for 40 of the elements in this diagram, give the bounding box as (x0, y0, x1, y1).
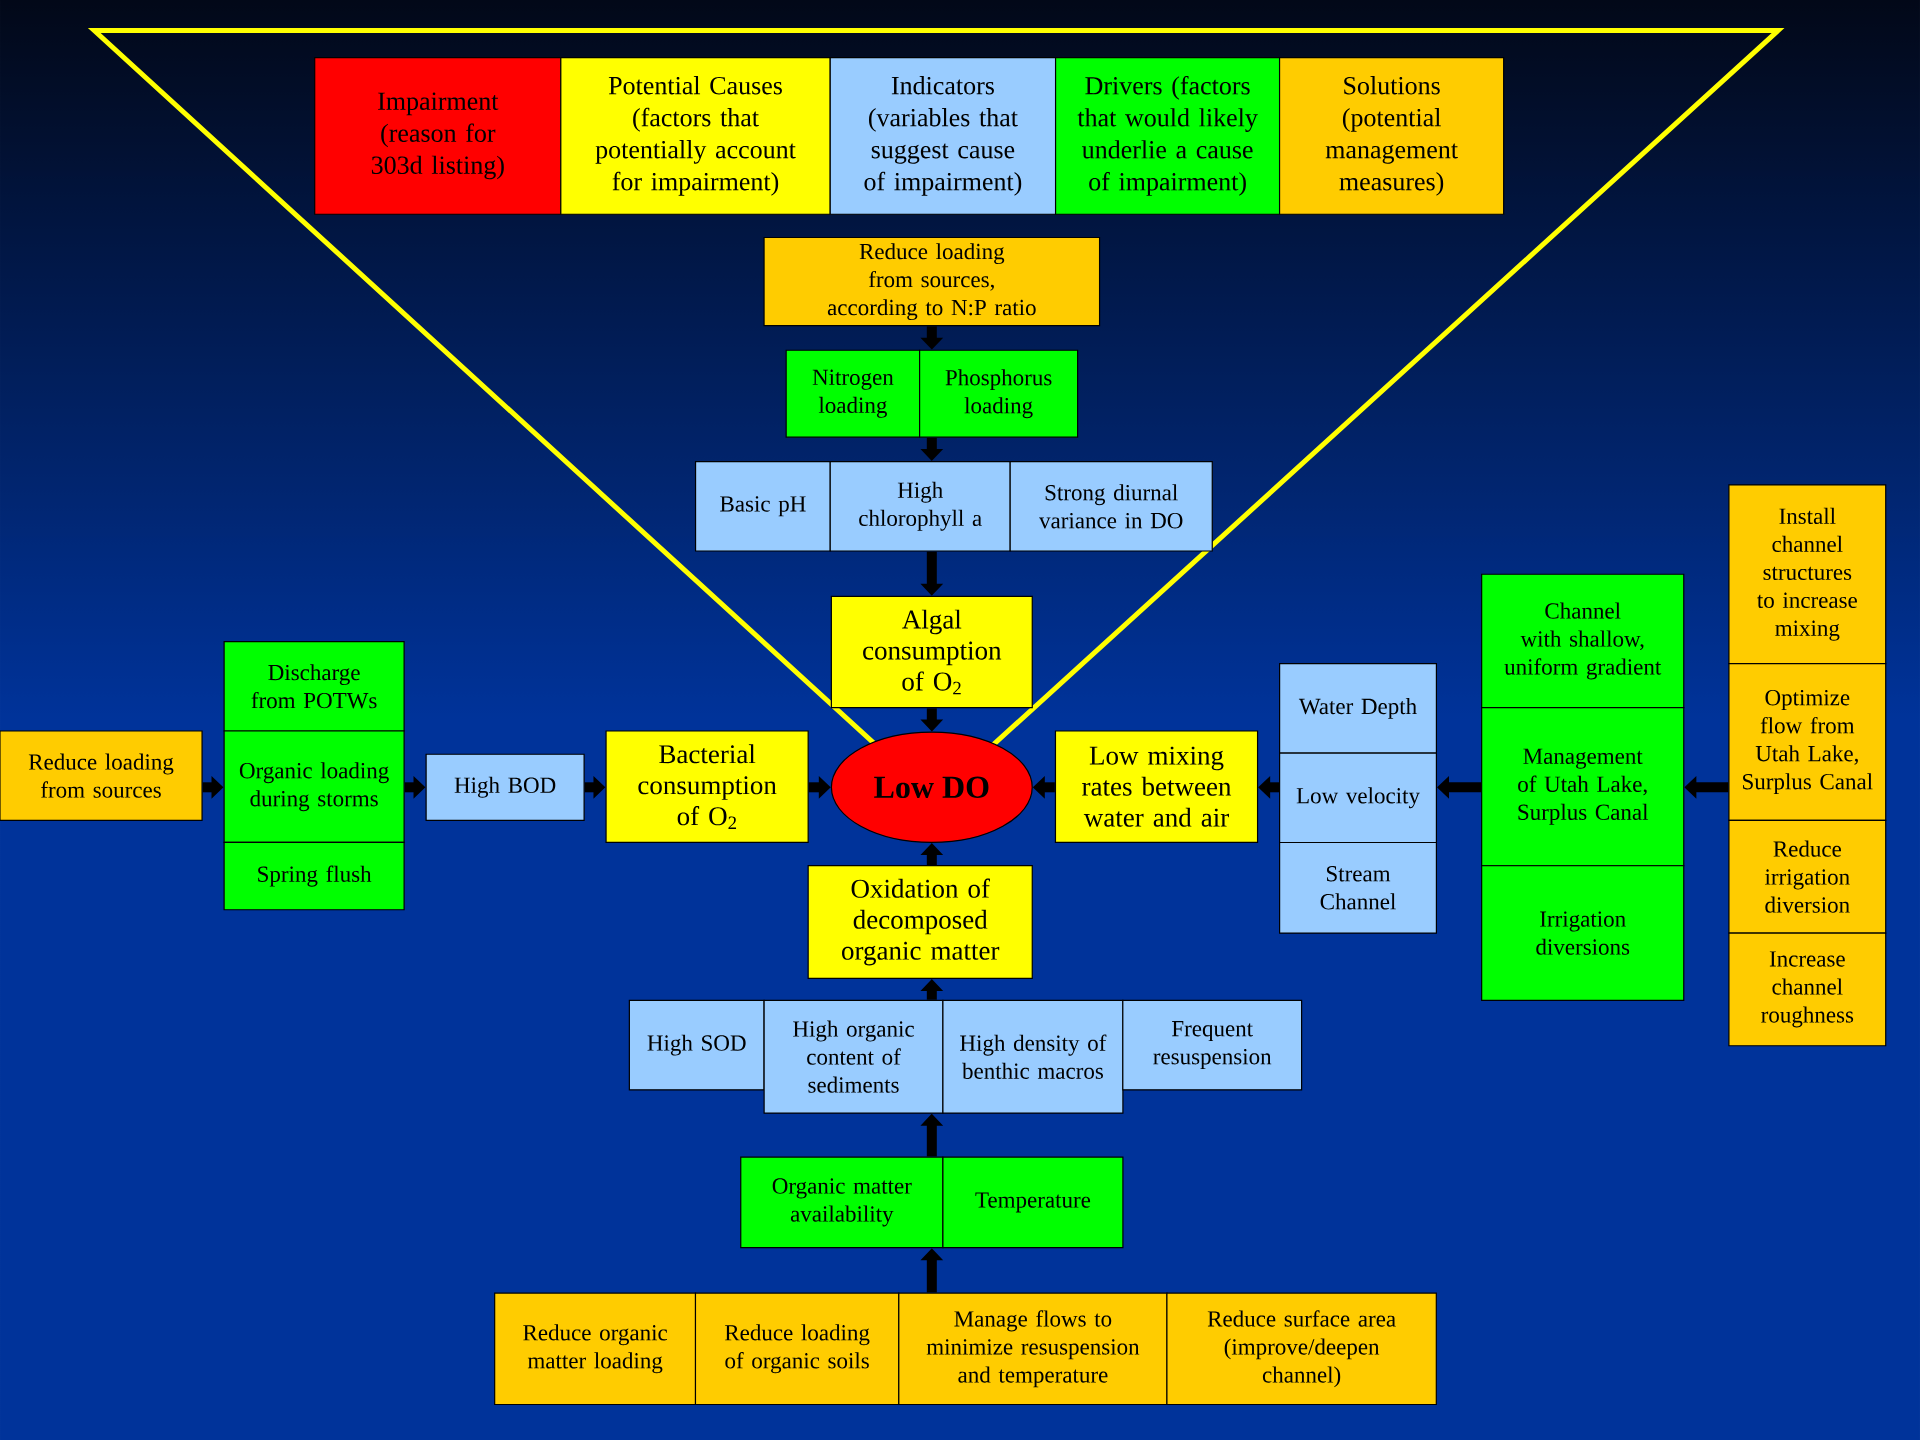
column-header: Indicators (variables that suggest cause of impairment) (829, 56, 1057, 215)
factor-box: Temperature (942, 1156, 1124, 1249)
factor-box: Irrigation diversions (1481, 865, 1685, 1002)
factor-box: Manage flows to minimize resuspension and temperature (898, 1292, 1168, 1406)
factor-box: High BOD (425, 753, 585, 821)
factor-box: Low mixing rates between water and air (1054, 730, 1259, 843)
factor-box: Oxidation of decomposed organic matter (807, 865, 1033, 979)
factor-box: Phosphorus loading (919, 349, 1079, 438)
factor-box: High density of benthic macros (942, 999, 1124, 1114)
column-header: Potential Causes (factors that potentially account for impairment) (560, 56, 831, 215)
factor-box: Algal consumption of O$_{2}$ (830, 595, 1033, 709)
factor-box: Optimize flow from Utah Lake, Surplus Canal (1728, 663, 1887, 821)
factor-box: Nitrogen loading (785, 349, 921, 438)
column-header: Solutions (potential management measures) (1278, 56, 1505, 215)
factor-box: Bacterial consumption of O$_{2}$ (605, 730, 809, 843)
column-header: Impairment (reason for 303d listing) (314, 56, 562, 215)
factor-box: Reduce surface area (improve/deepen channel) (1166, 1292, 1437, 1406)
factor-box: High SOD (628, 999, 765, 1091)
factor-box: Organic loading during storms (223, 730, 405, 843)
factor-box: Reduce loading of organic soils (694, 1292, 900, 1406)
factor-box: Strong diurnal variance in DO (1009, 461, 1213, 552)
factor-box: Reduce irrigation diversion (1728, 819, 1887, 934)
factor-box: Increase channel roughness (1728, 932, 1887, 1047)
factor-box: Stream Channel (1279, 841, 1437, 934)
factor-box: Frequent resuspension (1122, 999, 1303, 1091)
factor-box: Organic matter availability (740, 1156, 944, 1249)
factor-box: Spring flush (223, 841, 405, 911)
factor-box: Install channel structures to increase mixing (1728, 484, 1887, 665)
factor-box: Reduce loading from sources (0, 730, 203, 821)
factor-box: Low velocity (1279, 752, 1437, 844)
factor-box: High organic content of sediments (763, 999, 944, 1114)
factor-box: Basic pH (694, 461, 831, 552)
factor-box: Water Depth (1279, 663, 1437, 754)
factor-box: Reduce loading from sources, according to N:P ratio (763, 236, 1101, 327)
column-header: Drivers (factors that would likely underlie a cause of impairment) (1054, 56, 1281, 215)
factor-box: Discharge from POTWs (223, 641, 405, 732)
factor-box: Channel with shallow, uniform gradient (1481, 573, 1685, 709)
factor-box: High chlorophyll a (829, 461, 1011, 552)
factor-box: Reduce organic matter loading (494, 1292, 697, 1406)
factor-box: Management of Utah Lake, Surplus Canal (1481, 707, 1685, 867)
